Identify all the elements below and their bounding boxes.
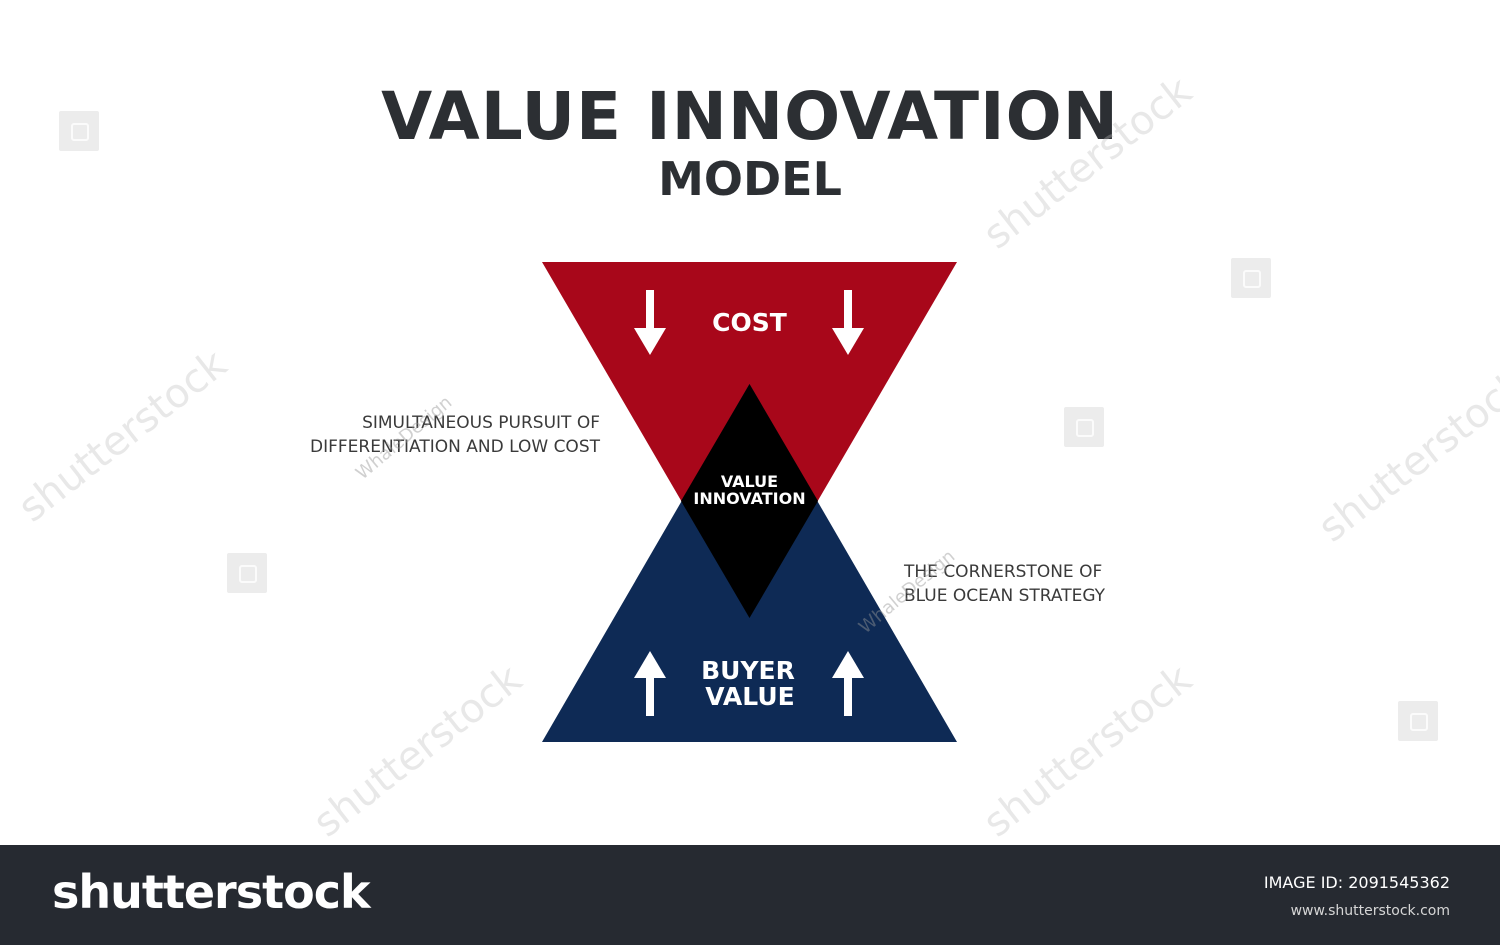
buyer-value-label-line1: BUYER <box>701 656 795 685</box>
page-subtitle: MODEL <box>658 152 842 206</box>
image-id-label: IMAGE ID: 2091545362 <box>1263 873 1450 892</box>
site-url: www.shutterstock.com <box>1290 903 1450 919</box>
watermark-icon <box>1064 407 1104 447</box>
brand-logo: shutterstock <box>52 865 371 919</box>
value-innovation-diamond <box>681 384 818 618</box>
arrow-up-icon <box>832 651 864 716</box>
arrow-down-icon <box>634 290 666 355</box>
watermark-icon <box>1398 701 1438 741</box>
right-annotation: THE CORNERSTONE OF BLUE OCEAN STRATEGY <box>904 560 1224 608</box>
value-innovation-label-line1: VALUE <box>721 472 778 491</box>
page-title: VALUE INNOVATION <box>381 78 1119 155</box>
left-annotation: SIMULTANEOUS PURSUIT OF DIFFERENTIATION … <box>230 411 600 459</box>
watermark-icon <box>227 553 267 593</box>
value-innovation-label-line2: INNOVATION <box>693 489 805 508</box>
watermark-icon <box>59 111 99 151</box>
left-annotation-line1: SIMULTANEOUS PURSUIT OF <box>362 413 600 433</box>
buyer-value-label-line2: VALUE <box>705 682 794 711</box>
watermark-icon <box>1231 258 1271 298</box>
right-annotation-line1: THE CORNERSTONE OF <box>904 562 1103 582</box>
right-annotation-line2: BLUE OCEAN STRATEGY <box>904 586 1106 606</box>
arrow-down-icon <box>832 290 864 355</box>
footer-bar: shutterstock IMAGE ID: 2091545362 www.sh… <box>0 845 1500 945</box>
value-innovation-diagram: COST VALUE INNOVATION BUYER VALUE <box>542 262 957 742</box>
diagram-canvas: VALUE INNOVATION MODEL COST VALUE INNOVA… <box>10 68 1500 847</box>
left-annotation-line2: DIFFERENTIATION AND LOW COST <box>309 437 600 457</box>
arrow-up-icon <box>634 651 666 716</box>
cost-label: COST <box>712 308 787 337</box>
